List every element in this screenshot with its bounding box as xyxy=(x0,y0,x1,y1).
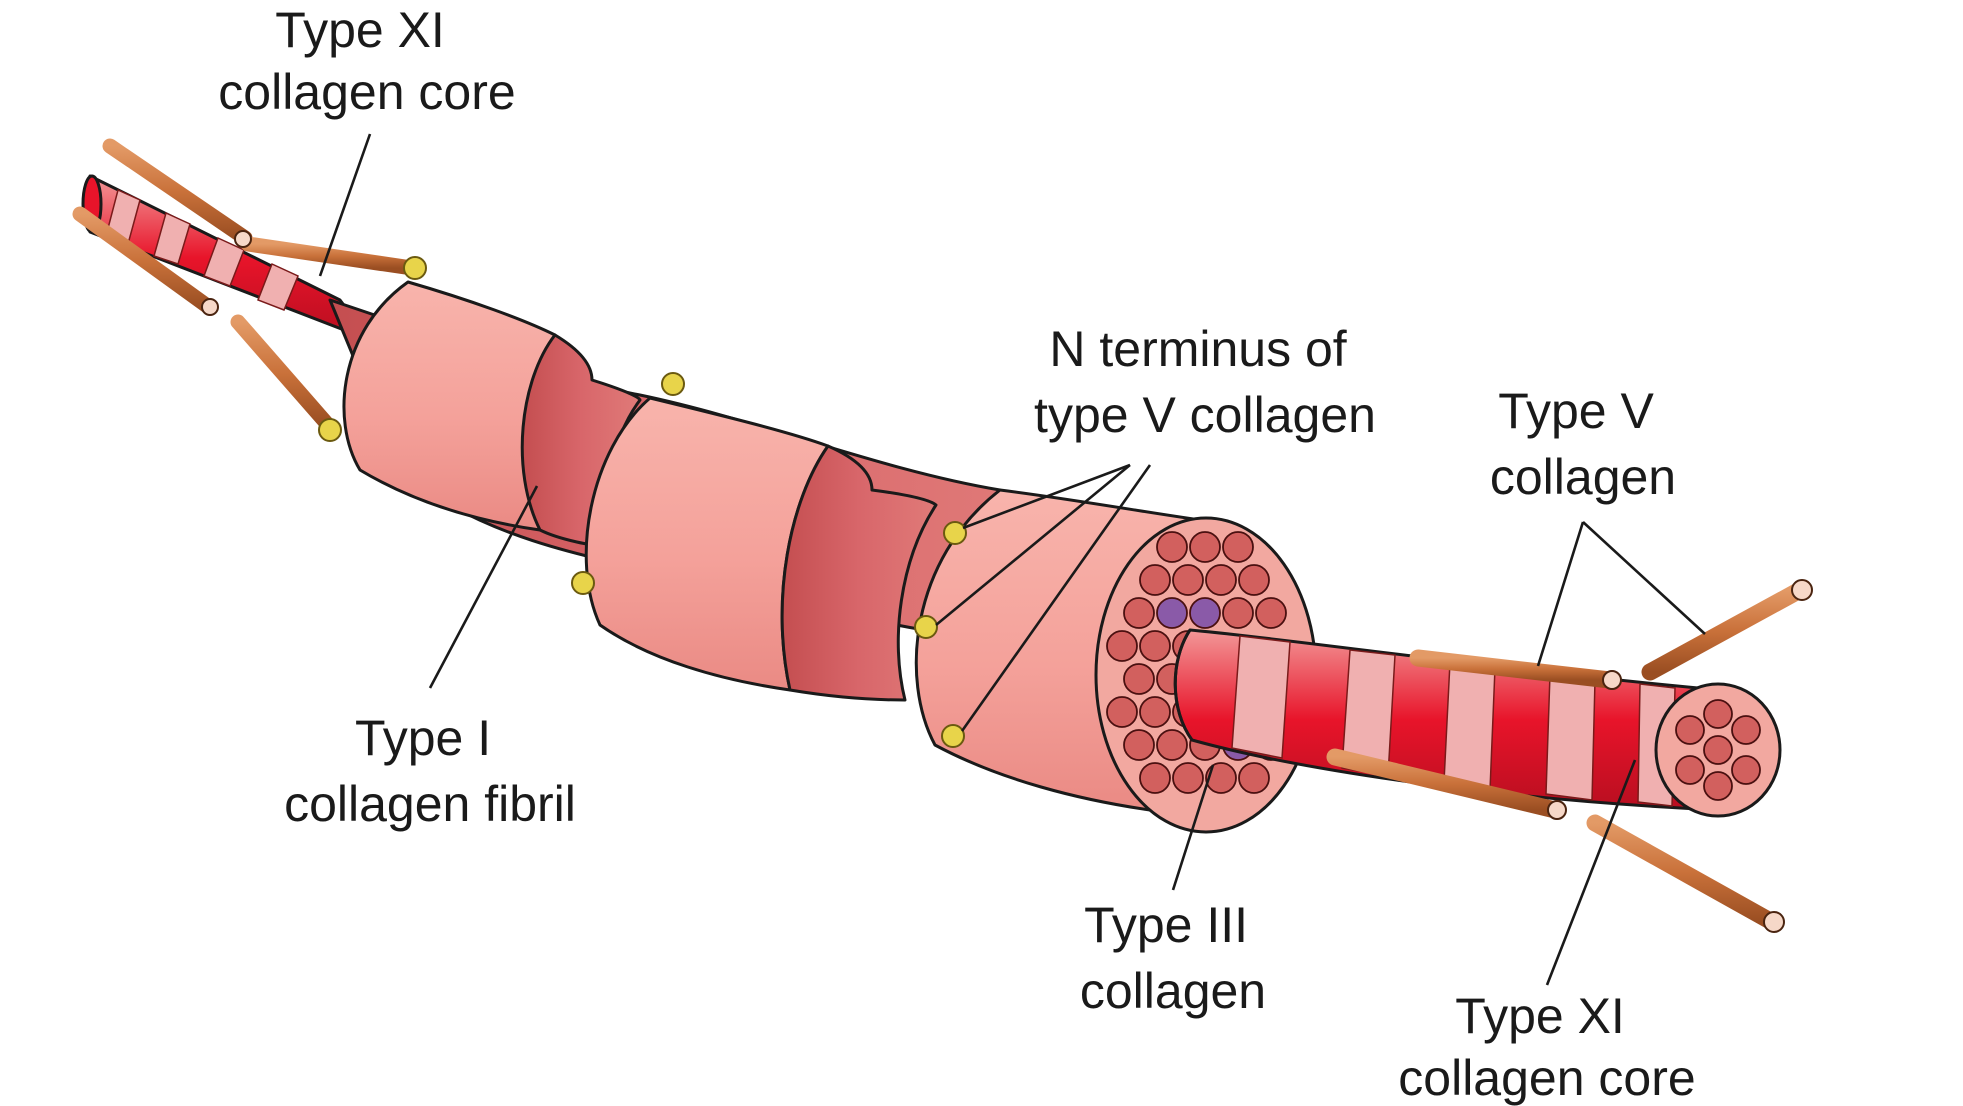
core-fibril xyxy=(1703,735,1733,765)
type-v-knob xyxy=(571,571,595,595)
label-type-v: Type V collagen xyxy=(1490,383,1676,505)
type-i-fibril xyxy=(1139,762,1171,794)
type-i-fibril xyxy=(1106,630,1138,662)
type-i-fibril xyxy=(1156,531,1188,563)
n-terminus-knobs xyxy=(571,372,967,748)
type-i-fibril xyxy=(1123,597,1155,629)
type-i-fibril xyxy=(1156,729,1188,761)
type-i-fibril xyxy=(1123,729,1155,761)
core-fibril xyxy=(1731,715,1761,745)
type-i-fibril xyxy=(1139,696,1171,728)
type-i-fibril xyxy=(1139,630,1171,662)
type-v-knob xyxy=(403,256,427,280)
type-i-fibril xyxy=(1189,531,1221,563)
core-fibril xyxy=(1703,699,1733,729)
label-type-i-fibril: Type I collagen fibril xyxy=(284,710,576,832)
type-i-fibril xyxy=(1205,564,1237,596)
core-fibril xyxy=(1731,755,1761,785)
core-fibril xyxy=(1675,755,1705,785)
core-fibril xyxy=(1675,715,1705,745)
core-fibril xyxy=(1703,771,1733,801)
label-type-xi-core-bottom: Type XI collagen core xyxy=(1398,988,1695,1106)
type-i-fibril xyxy=(1238,762,1270,794)
type-i-fibril xyxy=(1172,564,1204,596)
right-type-v-rods xyxy=(1326,579,1813,933)
type-i-fibril xyxy=(1238,564,1270,596)
type-v-knob xyxy=(943,521,967,545)
type-i-fibril xyxy=(1205,762,1237,794)
labels: Type XI collagen core Type I collagen fi… xyxy=(218,2,1695,1106)
type-iii-fibril xyxy=(1156,597,1188,629)
label-n-terminus: N terminus of type V collagen xyxy=(1034,321,1376,443)
type-v-knob xyxy=(318,418,342,442)
type-i-fibril xyxy=(1255,597,1287,629)
type-i-fibril xyxy=(1172,762,1204,794)
type-i-fibril xyxy=(1139,564,1171,596)
leader-lines xyxy=(318,133,1706,986)
label-type-xi-core-top: Type XI collagen core xyxy=(218,2,515,120)
core-fibrils xyxy=(1675,699,1761,801)
left-type-v-rods xyxy=(72,138,427,442)
type-i-fibril xyxy=(1222,531,1254,563)
type-iii-fibril xyxy=(1189,597,1221,629)
type-i-fibril xyxy=(1222,597,1254,629)
type-v-knob xyxy=(914,615,938,639)
type-i-fibril xyxy=(1106,696,1138,728)
label-type-iii: Type III collagen xyxy=(1080,897,1266,1019)
type-v-knob xyxy=(661,372,685,396)
type-v-knob xyxy=(941,724,965,748)
type-i-fibril xyxy=(1123,663,1155,695)
